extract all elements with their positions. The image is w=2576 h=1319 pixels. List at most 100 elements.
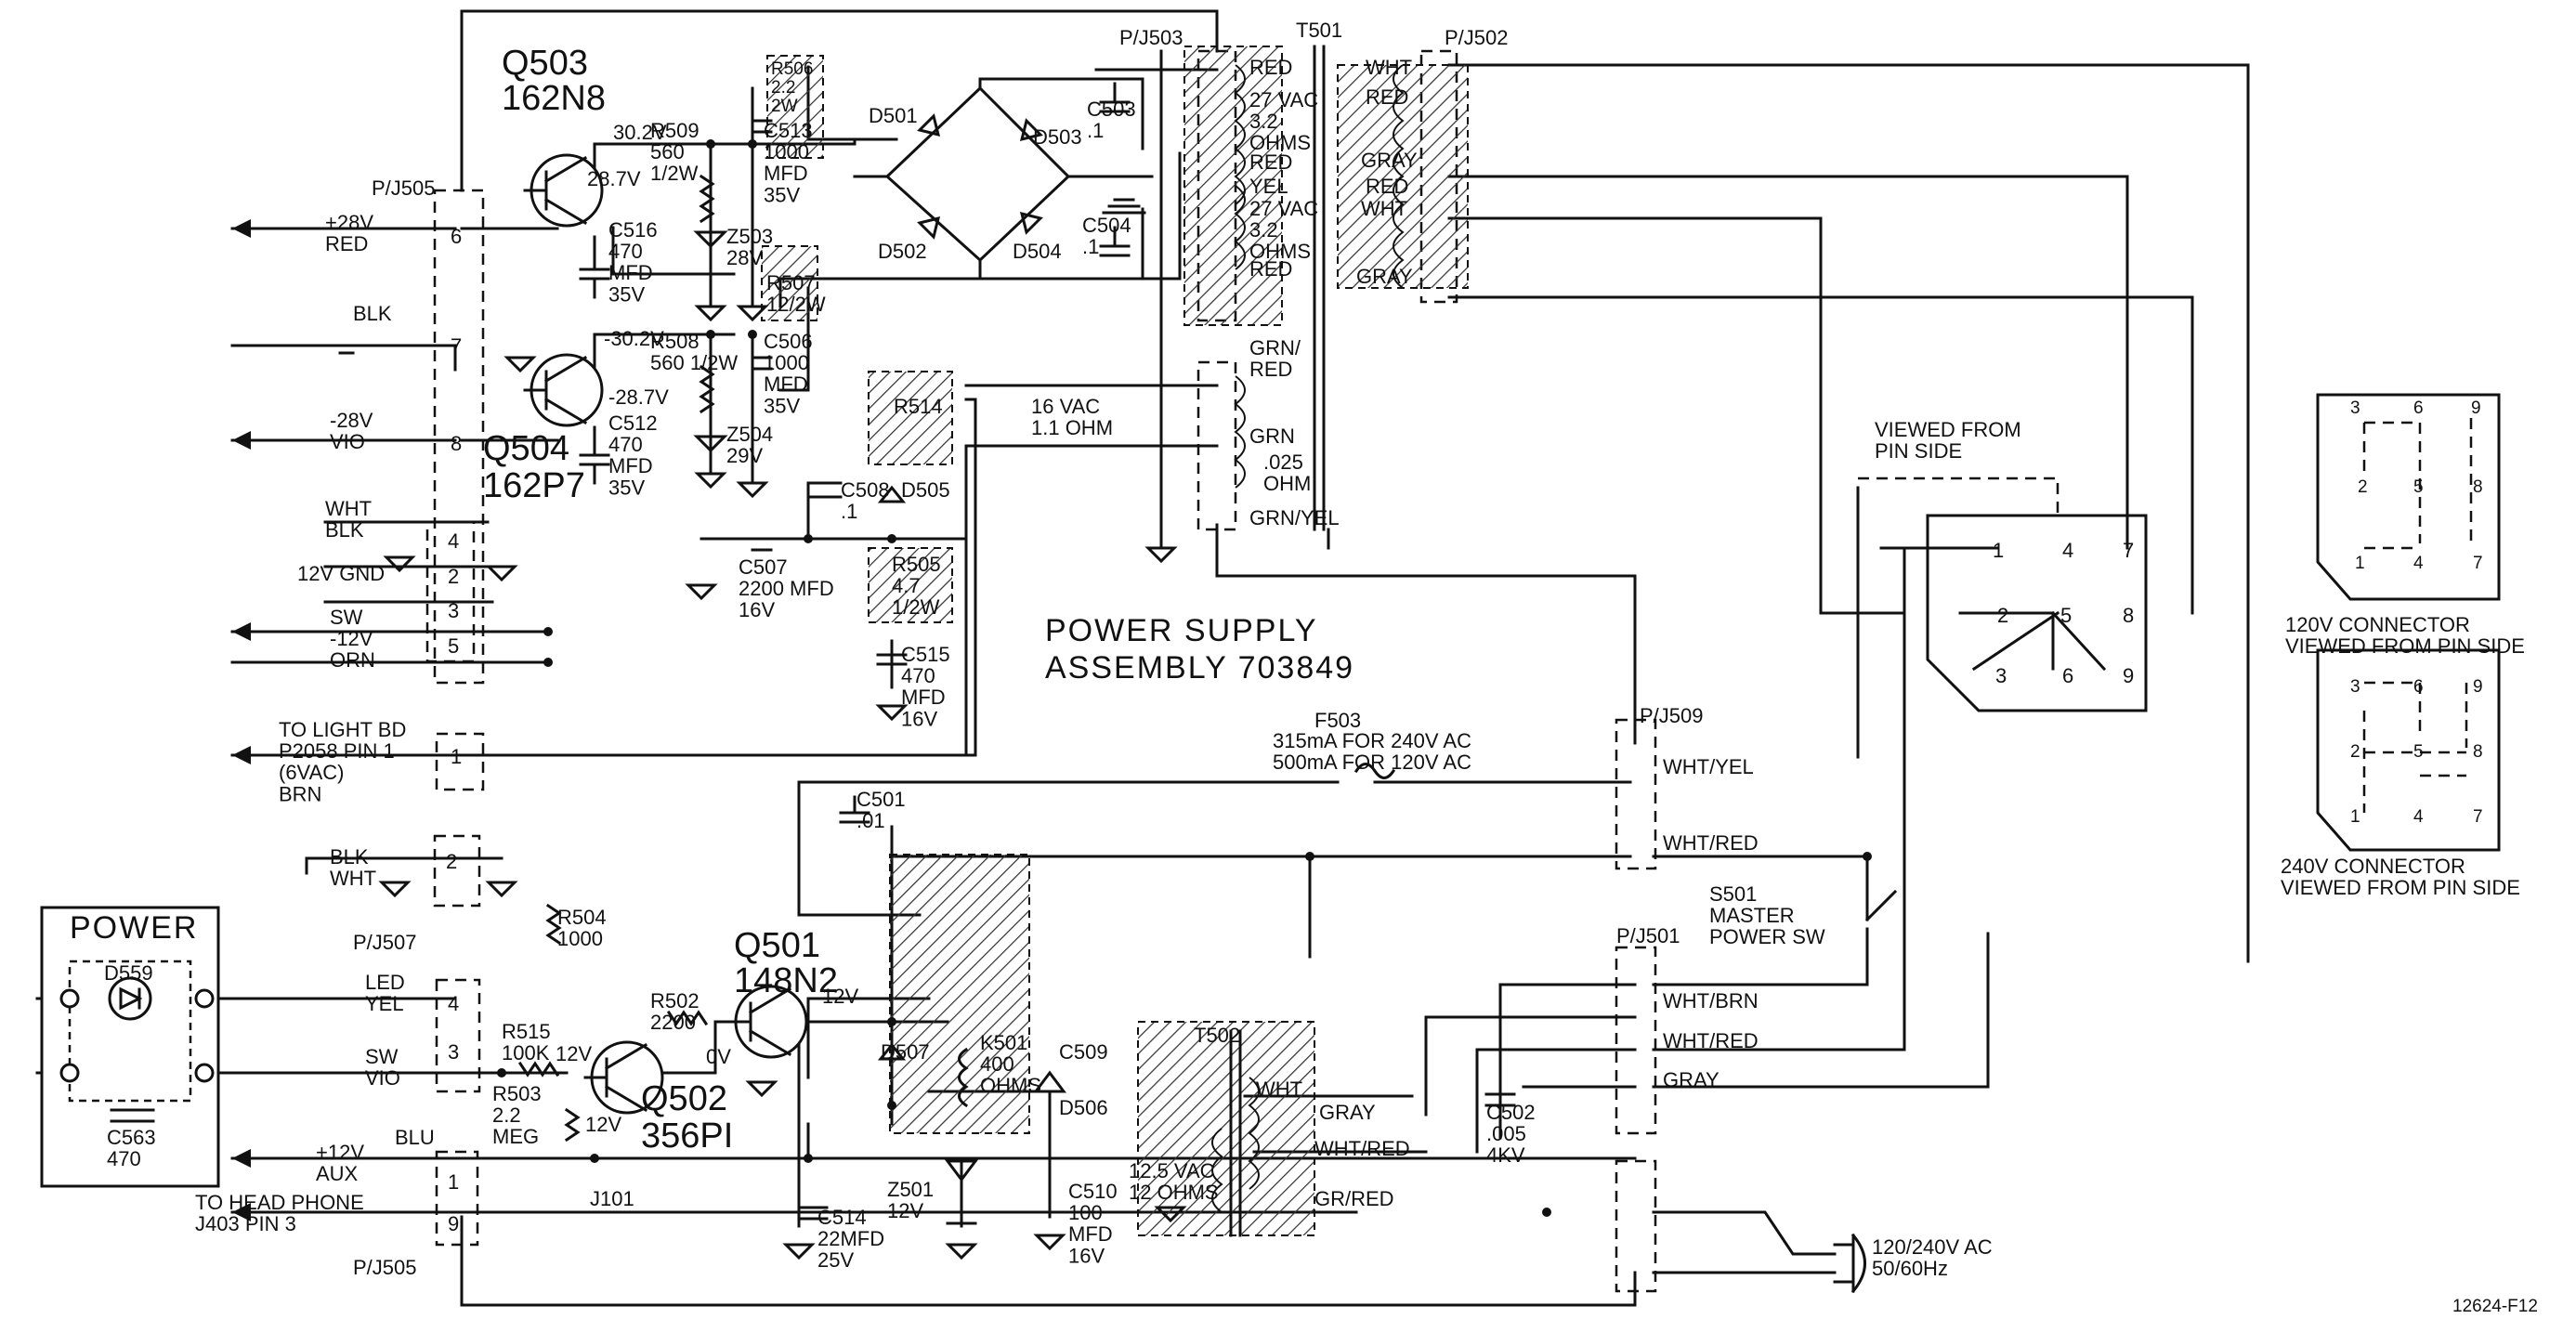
power-module-title: POWER bbox=[70, 910, 198, 946]
transformer-t502 bbox=[1211, 1029, 1260, 1237]
fuse-rating-240: 315mA FOR 240V AC bbox=[1273, 729, 1471, 752]
pj507-upper-housing bbox=[433, 834, 481, 908]
r506-hatch bbox=[766, 55, 824, 159]
transistor-q502 bbox=[583, 1040, 664, 1115]
pin-1: 1 bbox=[451, 745, 462, 768]
pj505-lower-housing bbox=[425, 520, 476, 663]
c120-pin-2: 2 bbox=[2358, 477, 2368, 497]
t502-gr-red: GR/RED bbox=[1314, 1187, 1394, 1210]
mains-plug bbox=[1833, 1233, 1866, 1294]
voltage-12v-b: 12V bbox=[556, 1042, 592, 1065]
r504-symbol bbox=[545, 903, 562, 946]
q504-part: 162P7 bbox=[483, 466, 585, 505]
pin-9: 9 bbox=[448, 1212, 459, 1235]
pj502-wht-2: WHT bbox=[1361, 197, 1407, 220]
pj501-wht-brn: WHT/BRN bbox=[1663, 989, 1759, 1012]
t501-grn-red: GRN/RED bbox=[1249, 336, 1301, 381]
title-line2: ASSEMBLY 703849 bbox=[1045, 650, 1354, 686]
pin-4b: 4 bbox=[448, 992, 459, 1015]
voltage-0v: 0V bbox=[706, 1045, 731, 1068]
r509-symbol bbox=[699, 174, 715, 224]
c120-pin-8: 8 bbox=[2473, 477, 2483, 497]
pin-4: 4 bbox=[448, 529, 459, 553]
c240-pin-6: 6 bbox=[2413, 677, 2424, 697]
pin-2b: 2 bbox=[446, 850, 457, 873]
pj509-wht-red: WHT/RED bbox=[1663, 831, 1759, 855]
ground-symbols bbox=[338, 198, 1187, 1260]
pj502-wht: WHT bbox=[1366, 56, 1412, 79]
d502-label: D502 bbox=[878, 240, 927, 263]
pj509-label: P/J509 bbox=[1640, 704, 1704, 727]
q503-ref: Q503 bbox=[502, 44, 588, 83]
t502-hatch bbox=[1137, 1021, 1315, 1236]
selector-pin-4: 4 bbox=[2062, 539, 2073, 562]
connector-240v-diagram bbox=[2316, 648, 2501, 852]
pj501-label: P/J501 bbox=[1616, 924, 1680, 947]
r515-symbol bbox=[517, 1061, 560, 1077]
c512-symbol bbox=[579, 425, 610, 485]
k501-hatch bbox=[889, 854, 1030, 1134]
q504-ref: Q504 bbox=[483, 429, 569, 468]
pj505-light-housing bbox=[435, 732, 485, 791]
output-arrows bbox=[232, 219, 251, 1221]
fuse-ref: F503 bbox=[1314, 709, 1361, 732]
c514-c510-symbols bbox=[797, 1206, 977, 1225]
pj502-wire-labels: WHT RED GRAY RED WHT GRAY bbox=[1356, 56, 1418, 288]
selector-pin-7: 7 bbox=[2123, 539, 2134, 562]
c120-pin-4: 4 bbox=[2413, 554, 2424, 573]
c501-label: C501.01 bbox=[856, 788, 906, 832]
power-module bbox=[40, 906, 220, 1188]
voltage-30-2: 30.2V bbox=[613, 121, 667, 144]
mains-connector-housing bbox=[1615, 1159, 1657, 1293]
c120-pin-5: 5 bbox=[2413, 477, 2424, 497]
c502-symbol bbox=[1484, 1092, 1516, 1107]
c506-symbol bbox=[751, 356, 773, 371]
pj502-red-1: RED bbox=[1366, 85, 1408, 109]
c240-pin-8: 8 bbox=[2473, 742, 2483, 762]
c504-label: C504.1 bbox=[1082, 214, 1131, 258]
pin-3b: 3 bbox=[448, 1040, 459, 1064]
out-blu: BLU bbox=[395, 1126, 435, 1149]
c240-pin-4: 4 bbox=[2413, 807, 2424, 827]
pj501-wht-red: WHT/RED bbox=[1663, 1029, 1759, 1052]
c501-symbol bbox=[839, 795, 870, 824]
r508-symbol bbox=[699, 364, 715, 414]
pj505b-label: P/J505 bbox=[353, 1256, 417, 1279]
q501-ref: Q501 bbox=[734, 926, 820, 965]
pj503-lower-housing bbox=[1196, 360, 1237, 531]
pj503-label: P/J503 bbox=[1119, 26, 1183, 49]
selector-pin-5: 5 bbox=[2060, 604, 2072, 627]
d501-label: D501 bbox=[869, 104, 918, 127]
pj509-wht-yel: WHT/YEL bbox=[1663, 755, 1754, 778]
pj502-label: P/J502 bbox=[1445, 26, 1509, 49]
pin-3: 3 bbox=[448, 599, 459, 622]
c503-label: C503.1 bbox=[1087, 98, 1136, 142]
transistor-q503 bbox=[523, 153, 604, 228]
